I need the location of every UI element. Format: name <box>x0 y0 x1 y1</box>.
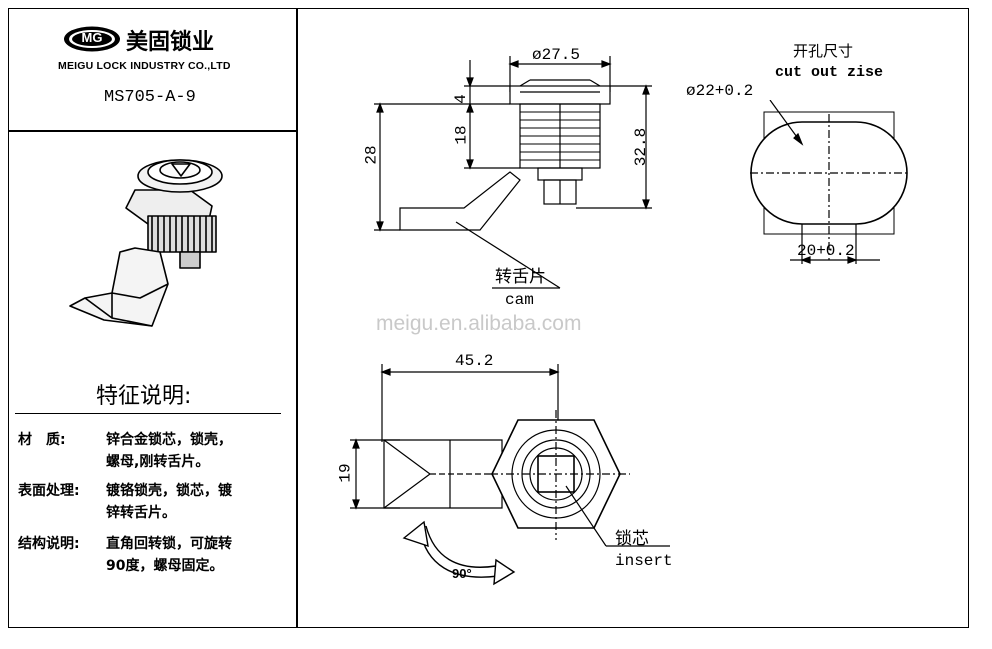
spec-line: 直角回转锁，可旋转 <box>106 536 232 552</box>
watermark: meigu.en.alibaba.com <box>376 312 582 335</box>
model-number: MS705-A-9 <box>104 88 196 107</box>
dim-cutout-flat: 20+0.2 <box>797 242 855 260</box>
spec-line: 锌合金锁芯，锁壳， <box>106 432 232 448</box>
features-divider <box>15 413 281 414</box>
spec-label: 材 质: <box>18 432 66 448</box>
front-view-drawing <box>350 364 670 586</box>
rotation-label: 90° <box>452 566 472 581</box>
dim-cam-width: 19 <box>336 463 355 483</box>
brand-logo: MG <box>62 25 122 53</box>
left-panel-divider <box>296 8 298 628</box>
label-cam-en: cam <box>505 291 534 309</box>
dim-cutout-diameter: ø22+0.2 <box>686 82 754 100</box>
brand-name-en: MEIGU LOCK INDUSTRY CO.,LTD <box>58 60 231 72</box>
drawing-frame <box>8 8 969 628</box>
spec-label: 结构说明: <box>18 536 80 552</box>
features-title: 特征说明: <box>96 384 192 409</box>
brand-name-cn: 美固锁业 <box>126 30 215 55</box>
dim-overall: 32.8 <box>632 127 651 167</box>
cutout-title-en: cut out zise <box>775 64 884 81</box>
dim-thread-length: 18 <box>452 125 471 145</box>
header-divider <box>8 130 297 132</box>
logo-mark-icon <box>64 26 120 52</box>
label-insert-cn: 锁芯 <box>615 529 649 549</box>
spec-line: 镀铬锁壳，锁芯，镀 <box>106 483 232 499</box>
cutout-drawing <box>750 100 910 264</box>
spec-line: 90度，螺母固定。 <box>106 558 224 574</box>
dim-flange: 4 <box>451 94 470 104</box>
dim-head-diameter: ø27.5 <box>532 46 581 64</box>
product-illustration <box>69 159 223 327</box>
spec-line: 螺母,刚转舌片。 <box>106 454 210 470</box>
dim-total-height: 28 <box>362 145 381 165</box>
label-cam-cn: 转舌片 <box>495 267 546 287</box>
spec-label: 表面处理: <box>18 483 80 499</box>
side-view-drawing <box>374 56 652 289</box>
label-insert-en: insert <box>615 552 673 570</box>
dim-cam-length: 45.2 <box>455 352 494 370</box>
cutout-title-cn: 开孔尺寸 <box>793 42 854 60</box>
logo-text: MG <box>81 30 103 45</box>
spec-line: 锌转舌片。 <box>106 505 176 521</box>
